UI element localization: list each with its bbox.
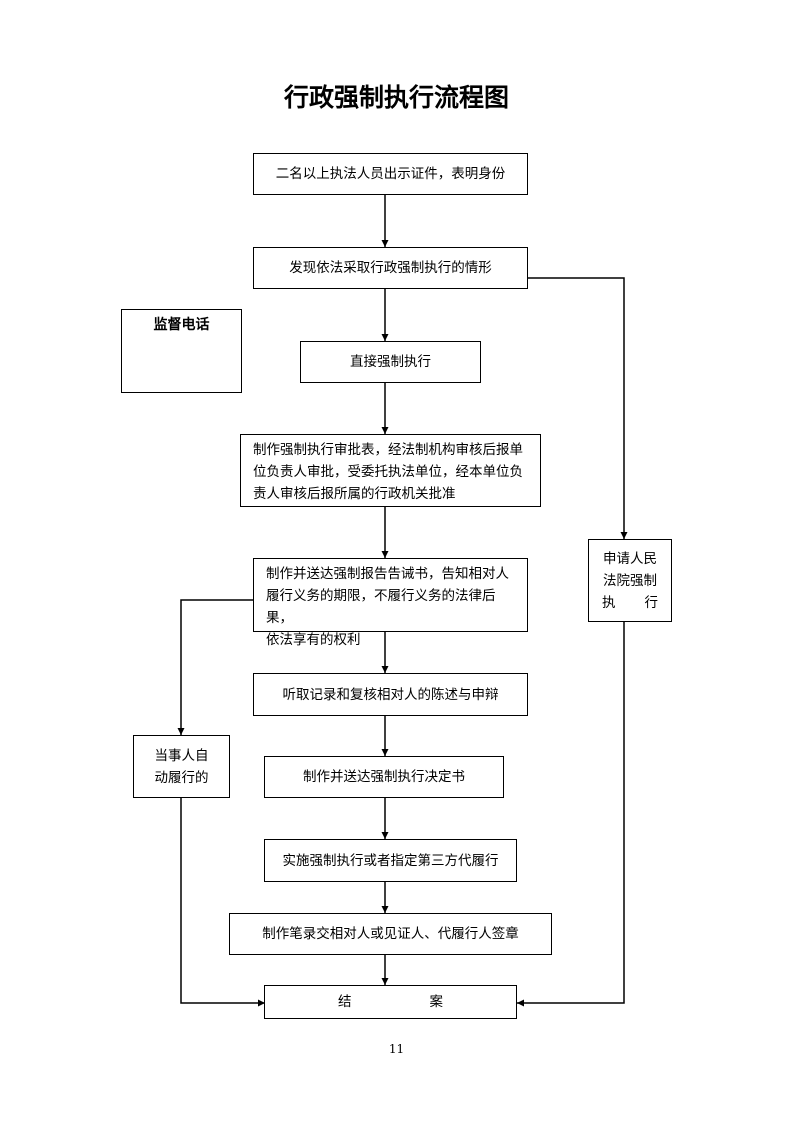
page-title: 行政强制执行流程图	[283, 83, 509, 112]
supervision-phone-box: 监督电话	[121, 309, 242, 393]
side-apply-court: 申请人民 法院强制 执 行	[588, 539, 672, 622]
step-line: 制作强制执行审批表，经法制机构审核后报单	[253, 442, 523, 458]
step-label: 发现依法采取行政强制执行的情形	[289, 260, 492, 276]
step-label-part: 案	[429, 994, 444, 1010]
step-label: 直接强制执行	[350, 354, 431, 370]
step-line: 责人审核后报所属的行政机关批准	[253, 486, 456, 502]
step-label: 实施强制执行或者指定第三方代履行	[282, 852, 499, 869]
side-line: 法院强制	[603, 572, 657, 589]
side-word: 执	[602, 594, 616, 611]
side-line: 当事人自	[154, 747, 209, 764]
step-label-part: 结	[338, 994, 352, 1010]
step-enforcement-decision: 制作并送达强制执行决定书	[264, 756, 504, 798]
step-label: 听取记录和复核相对人的陈述与申辩	[282, 686, 499, 703]
step-discover-situation: 发现依法采取行政强制执行的情形	[253, 247, 528, 289]
step-line: 履行义务的期限，不履行义务的法律后果，	[266, 588, 496, 626]
step-warning-notice: 制作并送达强制报告告诫书，告知相对人 履行义务的期限，不履行义务的法律后果， 依…	[253, 558, 528, 648]
side-line: 动履行的	[154, 769, 209, 786]
step-close-case: 结 案	[264, 985, 517, 1019]
arrow-s2-court	[528, 277, 628, 539]
step-approval-form: 制作强制执行审批表，经法制机构审核后报单 位负责人审批，受委托执法单位，经本单位…	[240, 434, 541, 507]
arrow-court-s10	[517, 622, 625, 1007]
step-direct-enforcement: 直接强制执行	[300, 341, 481, 383]
arrow-s5-self	[177, 599, 253, 735]
step-show-credentials: 二名以上执法人员出示证件，表明身份	[253, 153, 528, 195]
step-hear-statement: 听取记录和复核相对人的陈述与申辩	[253, 673, 528, 716]
step-line: 制作并送达强制报告告诫书，告知相对人	[266, 566, 509, 582]
step-label: 二名以上执法人员出示证件，表明身份	[275, 166, 506, 182]
supervision-label: 监督电话	[153, 317, 210, 333]
step-record-signature: 制作笔录交相对人或见证人、代履行人签章	[229, 913, 552, 955]
side-self-performed: 当事人自 动履行的	[133, 735, 230, 798]
step-label: 制作笔录交相对人或见证人、代履行人签章	[262, 926, 519, 942]
side-line-split: 执 行	[602, 592, 658, 614]
step-implement-enforcement: 实施强制执行或者指定第三方代履行	[264, 839, 517, 882]
arrow-self-s10	[180, 798, 265, 1007]
side-word: 行	[644, 594, 659, 611]
side-line: 申请人民	[603, 550, 657, 567]
step-line: 位负责人审批，受委托执法单位，经本单位负	[253, 464, 523, 480]
page-number: 11	[388, 1042, 405, 1056]
step-line: 依法享有的权利	[266, 632, 361, 648]
step-label: 制作并送达强制执行决定书	[303, 769, 465, 785]
